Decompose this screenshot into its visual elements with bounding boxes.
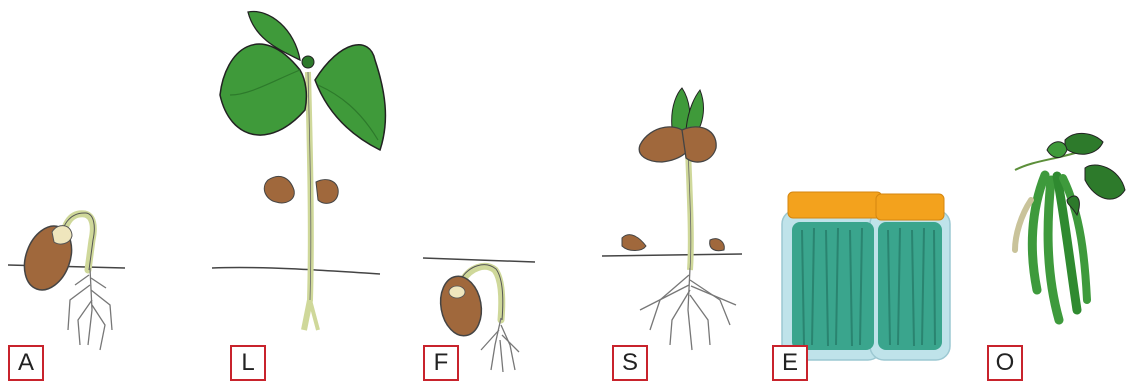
label-s: S [612,345,648,381]
stage-panel-s: S [600,0,750,391]
stage-panel-e: E [770,0,960,391]
bean-pods-icon [985,0,1133,391]
label-e: E [772,345,808,381]
stage-panel-a: A [0,0,150,391]
germinating-seed-icon [0,0,150,391]
stage-panel-f: F [415,0,555,391]
label-l: L [230,345,266,381]
bean-plant-icon [200,0,410,391]
stage-panel-o: O [985,0,1133,391]
label-o: O [987,345,1023,381]
stage-panel-l: L [200,0,410,391]
canned-beans-jar-icon [770,0,960,391]
label-f: F [423,345,459,381]
sprouting-seed-icon [415,0,555,391]
label-a: A [8,345,44,381]
seedling-icon [600,0,750,391]
